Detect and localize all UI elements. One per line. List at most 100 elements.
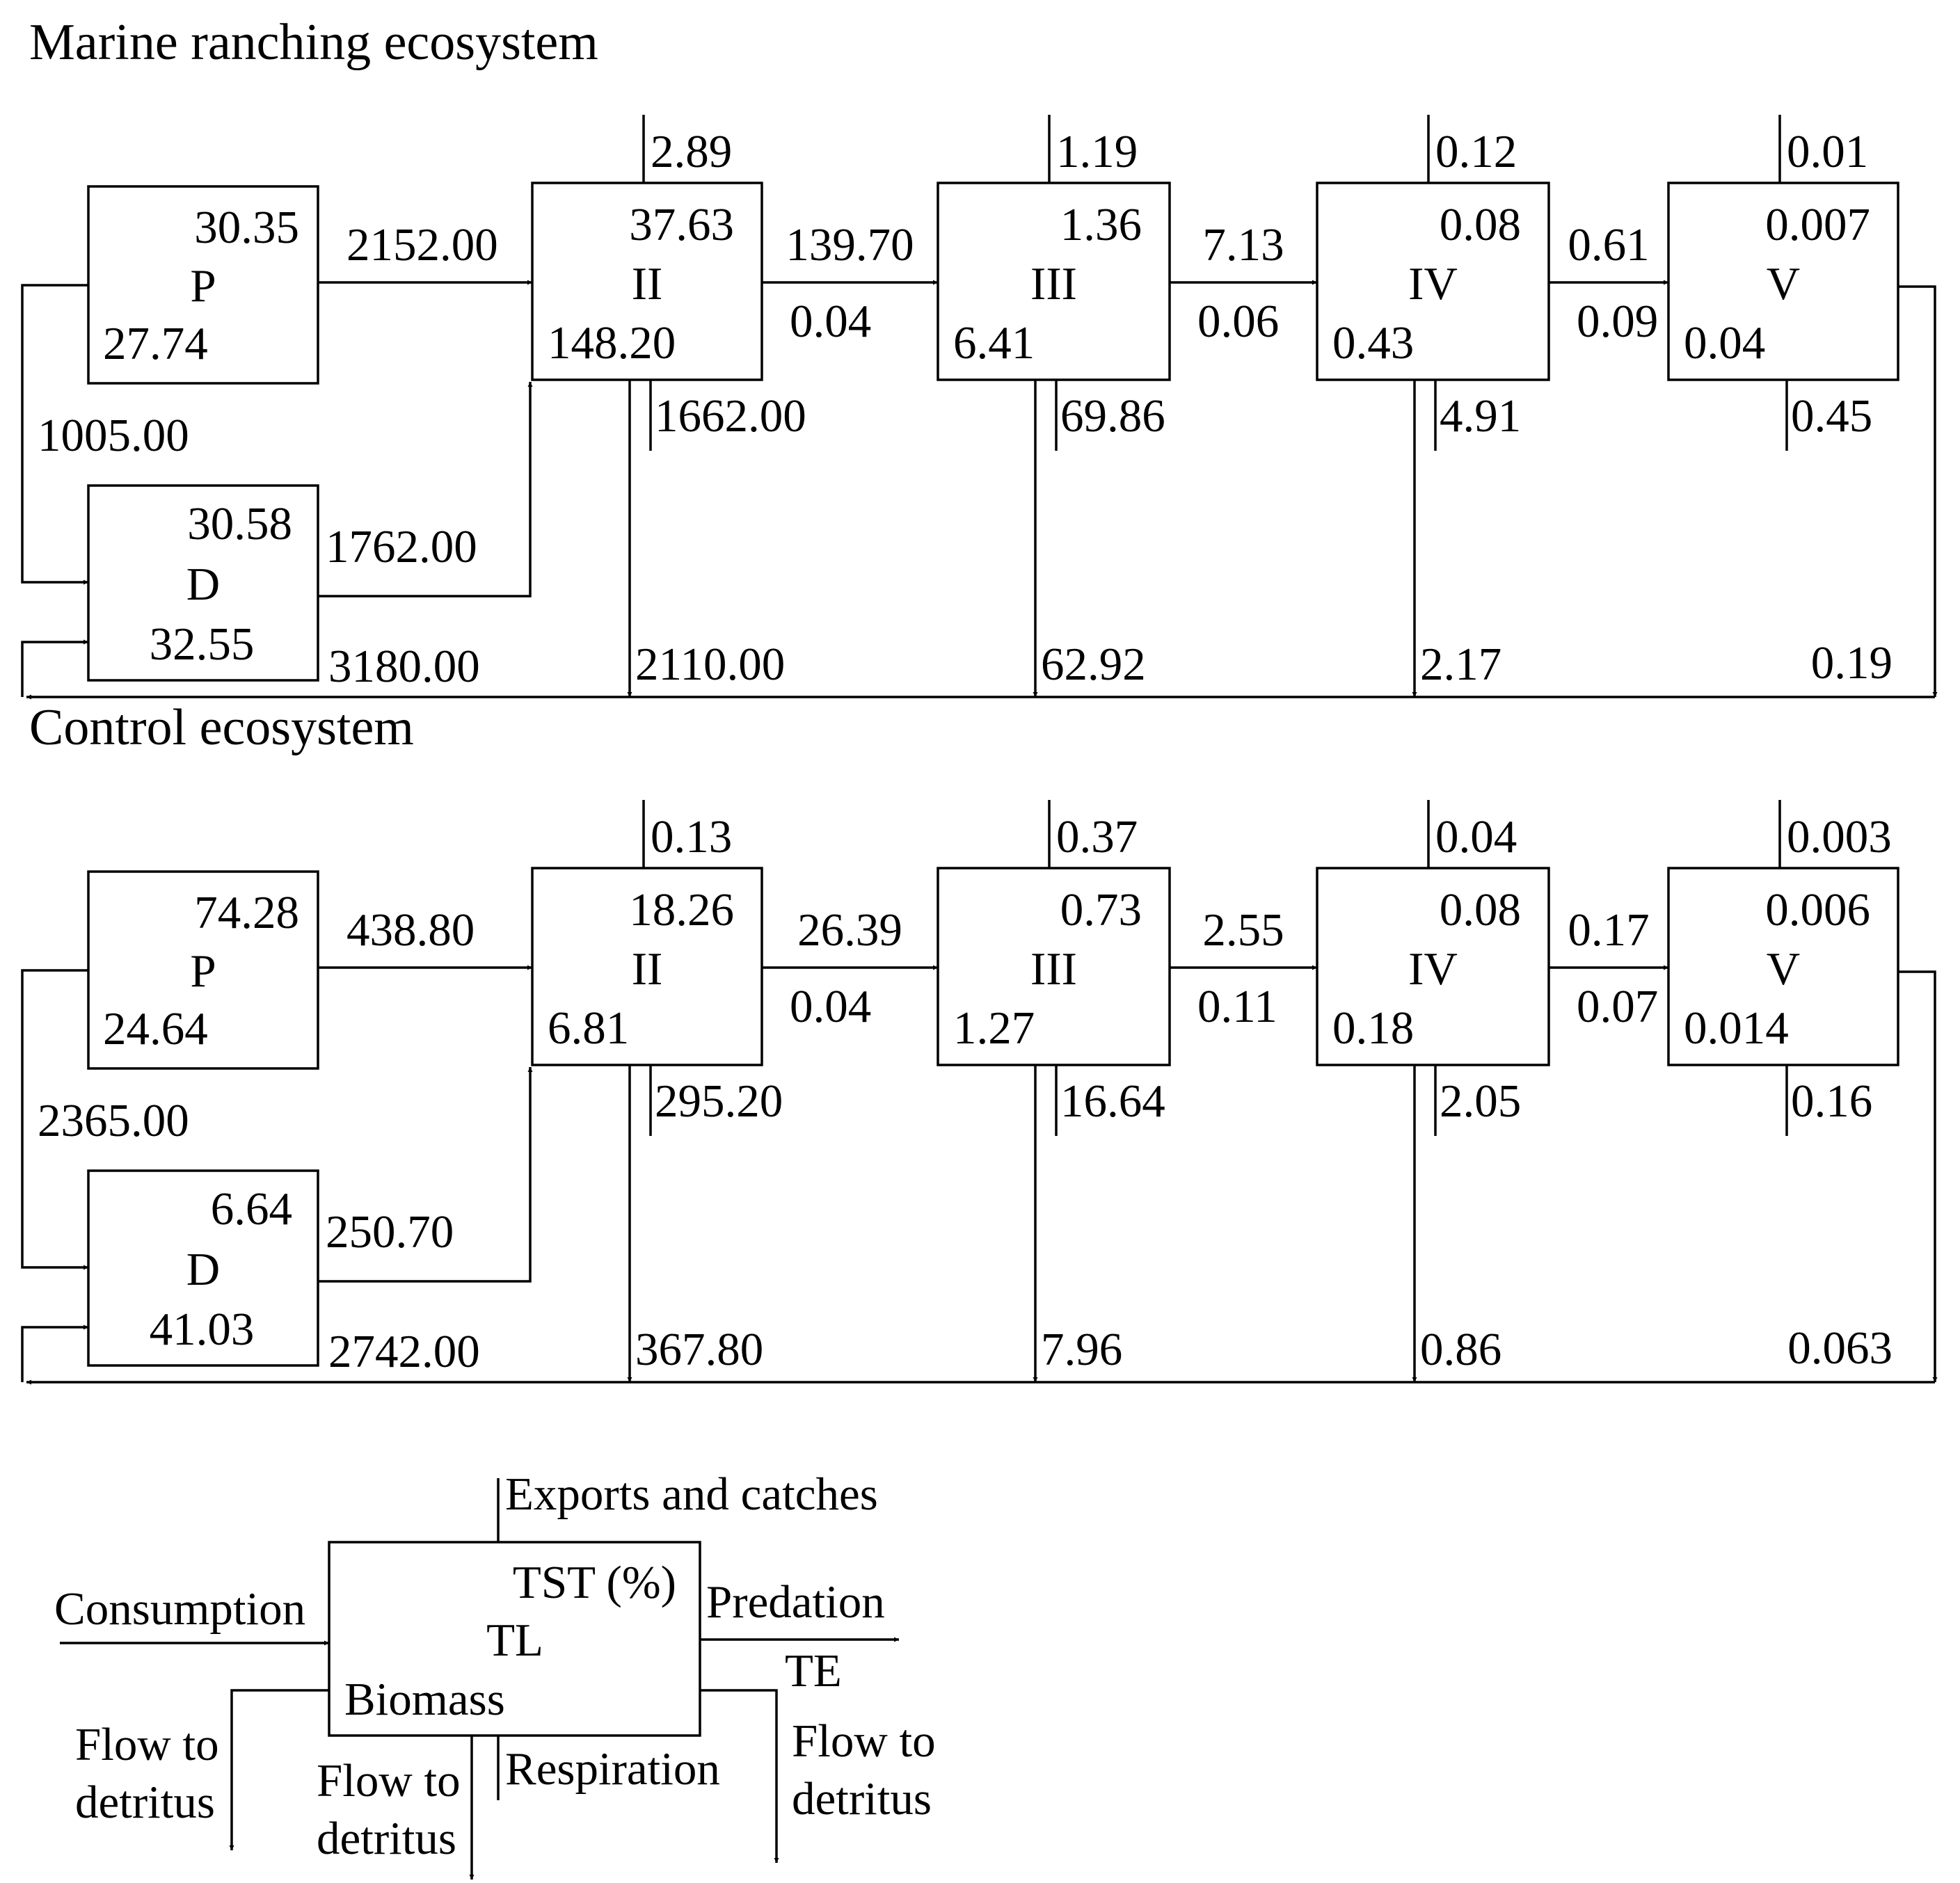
flow-d-to-ii-value: 1762.00 — [326, 521, 477, 572]
predation-value: 0.61 — [1568, 219, 1649, 271]
predation-value: 2.55 — [1202, 904, 1284, 956]
flow-arrow-bus-to-d — [21, 639, 88, 697]
flow-p-to-d-value: 1005.00 — [38, 410, 189, 461]
respiration-value: 0.16 — [1791, 1075, 1872, 1127]
tst-value: 0.08 — [1440, 884, 1521, 936]
flow-to-detritus-value: 2110.00 — [635, 639, 785, 690]
respiration-value: 16.64 — [1060, 1075, 1165, 1127]
legend-tl-label: TL — [486, 1614, 543, 1666]
export-value: 0.003 — [1787, 811, 1892, 863]
trophic-level-ii: 37.63II148.202.891662.002110.00139.700.0… — [531, 115, 938, 697]
flow-d-return-value: 2742.00 — [328, 1326, 480, 1377]
flow-p-to-ii-value: 2152.00 — [346, 219, 498, 271]
flow-arrow-p-to-d — [21, 969, 88, 1270]
primary-producer-box — [87, 870, 319, 1070]
trophic-level-box — [1316, 182, 1550, 381]
trophic-level-box — [1667, 867, 1899, 1066]
legend-exports-label: Exports and catches — [505, 1468, 878, 1520]
predation-value: 139.70 — [786, 219, 914, 271]
flow-arrow-p-to-d — [21, 284, 88, 585]
legend-te-label: TE — [785, 1645, 842, 1697]
biomass-value: 1.27 — [953, 1002, 1035, 1054]
flow-to-detritus-value: 0.86 — [1420, 1324, 1501, 1375]
biomass-value: 6.41 — [953, 317, 1035, 369]
predation-value: 0.17 — [1568, 904, 1649, 956]
biomass-value: 0.18 — [1332, 1002, 1414, 1054]
detritus-label: D — [186, 559, 220, 610]
transfer-efficiency-value: 0.09 — [1577, 296, 1658, 347]
flow-to-detritus-value: 2.17 — [1420, 639, 1501, 690]
export-value: 0.04 — [1435, 811, 1517, 863]
flow-to-detritus-value: 0.19 — [1811, 637, 1893, 689]
primary-biomass: 27.74 — [103, 318, 208, 369]
primary-tst: 30.35 — [194, 202, 299, 253]
respiration-value: 1662.00 — [655, 390, 806, 442]
respiration-value: 2.05 — [1440, 1075, 1521, 1127]
legend-consumption-label: Consumption — [54, 1583, 305, 1635]
legend-flow-mid-line1: Flow to — [317, 1755, 461, 1806]
transfer-efficiency-value: 0.11 — [1197, 981, 1277, 1032]
trophic-level-box — [937, 182, 1171, 381]
predation-value: 26.39 — [797, 904, 902, 956]
tst-value: 37.63 — [629, 199, 734, 250]
export-value: 0.37 — [1056, 811, 1138, 863]
respiration-value: 295.20 — [655, 1075, 783, 1127]
trophic-level-box — [531, 182, 763, 381]
panel-marine-ranching: Marine ranching ecosystem30.35P27.7430.5… — [21, 14, 1938, 700]
panel-control: Control ecosystem 74.28P 24.64 6.64D 41.03 43… — [21, 699, 1938, 1385]
legend-biomass-label: Biomass — [344, 1674, 505, 1725]
trophic-level-box — [531, 867, 763, 1066]
tst-value: 0.73 — [1060, 884, 1142, 936]
detritus-biomass: 32.55 — [150, 618, 255, 670]
legend-flow-left-line1: Flow to — [75, 1719, 219, 1770]
biomass-value: 148.20 — [548, 317, 676, 369]
export-value: 0.12 — [1435, 126, 1517, 177]
respiration-value: 0.45 — [1791, 390, 1872, 442]
flow-arrow-bus-to-d — [21, 1324, 88, 1382]
trophic-level-box — [937, 867, 1171, 1066]
respiration-value: 4.91 — [1440, 390, 1521, 442]
tst-value: 1.36 — [1060, 199, 1142, 250]
detritus-label: D — [186, 1244, 220, 1295]
panel-title: Control ecosystem — [29, 699, 414, 756]
detritus-biomass: 41.03 — [150, 1304, 255, 1355]
trophic-level-box — [1316, 867, 1550, 1066]
detritus-tst: 6.64 — [211, 1183, 292, 1235]
panels: Marine ranching ecosystem 30.35P 27.74 30.5… — [21, 14, 1938, 1385]
primary-label: P — [190, 945, 216, 997]
legend-respiration-label: Respiration — [505, 1743, 720, 1795]
trophic-level-label: II — [632, 943, 663, 995]
flow-to-detritus-arrow — [1898, 970, 1938, 1382]
export-value: 2.89 — [651, 126, 732, 177]
flow-arrow-d-to-ii — [318, 1067, 533, 1283]
primary-tst: 74.28 — [194, 887, 299, 938]
trophic-level-label: III — [1030, 258, 1077, 310]
tst-value: 0.006 — [1765, 884, 1870, 936]
flow-to-detritus-value: 62.92 — [1041, 639, 1146, 690]
flow-to-detritus-arrow — [1898, 285, 1938, 697]
respiration-value: 69.86 — [1060, 390, 1165, 442]
tst-value: 0.08 — [1440, 199, 1521, 250]
trophic-level-label: IV — [1408, 258, 1458, 310]
legend-predation-label: Predation — [706, 1576, 885, 1628]
flow-to-detritus-value: 367.80 — [635, 1324, 763, 1375]
trophic-level-box — [1667, 182, 1899, 381]
legend-flow-right-line1: Flow to — [792, 1715, 936, 1767]
primary-producer-box — [87, 185, 319, 385]
biomass-value: 0.43 — [1332, 317, 1414, 369]
export-value: 0.01 — [1787, 126, 1868, 177]
primary-biomass: 24.64 — [103, 1003, 208, 1055]
legend-flow-right-line2: detritus — [792, 1773, 932, 1825]
detritus-tst: 30.58 — [187, 498, 292, 550]
panel-title: Marine ranching ecosystem — [29, 14, 598, 71]
transfer-efficiency-value: 0.07 — [1577, 981, 1658, 1032]
legend-box — [328, 1541, 701, 1737]
flow-p-to-ii-value: 438.80 — [346, 904, 475, 956]
